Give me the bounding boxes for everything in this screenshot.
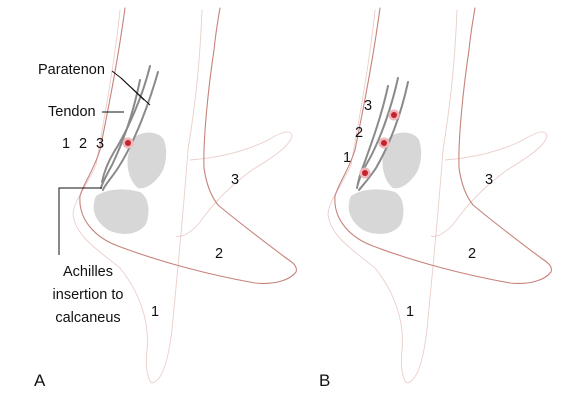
paratenon-label: Paratenon (38, 62, 105, 78)
calcaneus-bone (348, 189, 404, 234)
marker-a-center (125, 140, 131, 146)
foot-outline-position-3 (430, 131, 548, 237)
paratenon-leader-2 (120, 77, 151, 106)
talus-bone (127, 132, 167, 189)
panel-a: Paratenon Tendon 1 2 3 Achilles insertio… (34, 7, 297, 390)
foot-outline-position-3 (175, 131, 293, 237)
foot-outline-position-1 (72, 9, 203, 384)
tendon-label: Tendon (48, 104, 96, 120)
foot-outline-main (79, 7, 297, 284)
foot-position-3: 3 (485, 172, 493, 188)
foot-position-3: 3 (231, 172, 239, 188)
tendon-outline (100, 79, 141, 189)
marker-b-2-center (381, 140, 387, 146)
foot-position-1: 1 (406, 304, 414, 320)
calcaneus-bone (93, 189, 149, 234)
achilles-label-line2: insertion to (53, 287, 124, 303)
achilles-label-line3: calcaneus (55, 310, 120, 326)
left-number-2: 2 (355, 125, 363, 141)
foot-outline-position-1 (327, 9, 458, 384)
talus-bone (382, 132, 422, 189)
foot-position-2: 2 (215, 246, 223, 262)
paratenon-outline (101, 65, 159, 191)
foot-position-1: 1 (151, 304, 159, 320)
marker-b-1-center (362, 170, 368, 176)
achilles-leader (58, 187, 102, 255)
panel-b: 3 2 1 1 2 3 B (319, 7, 552, 390)
left-number-2: 2 (79, 136, 87, 152)
left-number-3: 3 (364, 98, 372, 114)
foot-outline-main (334, 7, 552, 284)
foot-position-2: 2 (468, 246, 476, 262)
panel-a-letter: A (34, 371, 46, 390)
achilles-label-line1: Achilles (63, 264, 113, 280)
marker-b-3-center (391, 112, 397, 118)
left-number-1: 1 (343, 150, 351, 166)
left-number-3: 3 (96, 136, 104, 152)
tendon-outline (356, 85, 389, 189)
left-number-1: 1 (62, 136, 70, 152)
panel-b-letter: B (319, 371, 330, 390)
